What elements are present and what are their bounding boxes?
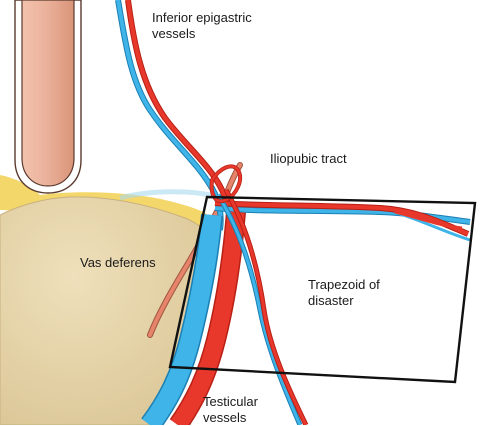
label-testicular-line2: vessels (203, 410, 247, 425)
label-testicular-line1: Testicular (203, 394, 258, 409)
label-trapezoid-line2: disaster (308, 293, 354, 308)
lateral-artery-fill (214, 201, 469, 236)
iliopubic-band (119, 189, 216, 201)
label-testicular-vessels: Testicular vessels (203, 394, 258, 426)
label-trapezoid-of-disaster: Trapezoid of disaster (308, 277, 380, 309)
lateral-artery-branch (394, 210, 463, 230)
label-inferior-epigastric-vessels: Inferior epigastric vessels (152, 10, 252, 42)
trapezoid-of-disaster (168, 195, 477, 384)
external-iliac-artery-fill (171, 211, 245, 425)
external-iliac-vein-fill (142, 214, 222, 425)
testicular-artery-fill (224, 189, 308, 425)
label-iliopubic-tract: Iliopubic tract (270, 151, 347, 166)
label-vas-deferens: Vas deferens (80, 255, 156, 270)
lateral-vein-fill (214, 206, 471, 224)
label-inferior-epigastric-line2: vessels (152, 26, 196, 41)
testicular-vein-fill (216, 194, 302, 425)
label-inferior-epigastric-line1: Inferior epigastric (152, 10, 252, 25)
cord-inner (21, 0, 75, 187)
label-trapezoid-line1: Trapezoid of (308, 277, 380, 292)
